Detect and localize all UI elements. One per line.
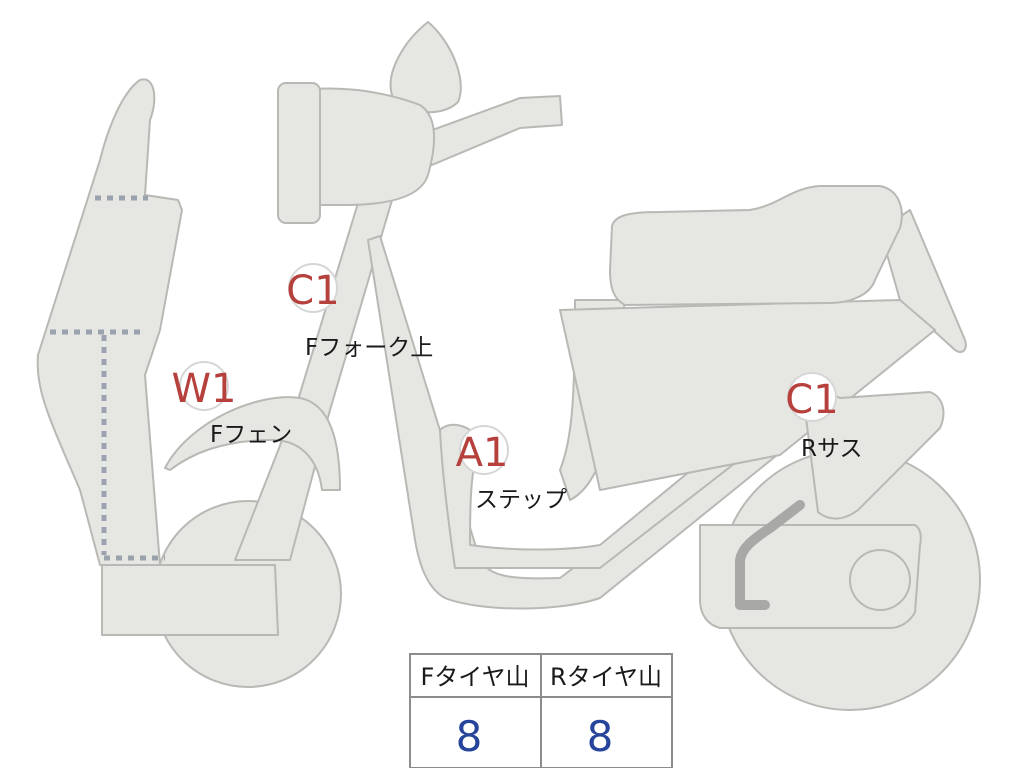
marker-code: C1	[785, 377, 838, 423]
floor-board	[101, 564, 279, 636]
seat	[609, 185, 903, 306]
marker-badge	[459, 425, 509, 475]
marker-label: ステップ	[475, 487, 567, 513]
marker-step[interactable]: A1 ステップ	[456, 425, 567, 513]
marker-f-fender[interactable]: W1 Fフェン	[172, 361, 293, 448]
marker-code: A1	[456, 430, 509, 476]
marker-badge	[787, 372, 837, 422]
headlight-rim	[277, 82, 321, 224]
front-fork	[234, 179, 396, 561]
marker-f-fork-upper[interactable]: C1 Fフォーク上	[286, 263, 433, 361]
rear-body	[879, 209, 967, 353]
front-fender	[164, 396, 341, 491]
table-header-rear-tire: Rタイヤ山	[550, 663, 662, 691]
rear-hub	[849, 549, 911, 611]
marker-label: Fフォーク上	[305, 335, 433, 361]
marker-code: C1	[286, 268, 339, 314]
marker-badge	[288, 263, 338, 313]
table-value-rear-tire: 8	[587, 712, 614, 761]
leg-shield	[36, 78, 183, 566]
exhaust-pipe	[735, 500, 805, 610]
marker-badge	[179, 361, 229, 411]
tire-tread-table: Fタイヤ山 Rタイヤ山 8 8	[409, 653, 673, 769]
marker-r-suspension[interactable]: C1 Rサス	[785, 372, 863, 462]
marker-label: Fフェン	[210, 422, 292, 448]
marker-label: Rサス	[801, 436, 863, 462]
table-header-front-tire: Fタイヤ山	[420, 663, 529, 691]
handlebar-cover	[299, 87, 436, 206]
table-value-front-tire: 8	[456, 712, 483, 761]
marker-code: W1	[172, 366, 237, 412]
